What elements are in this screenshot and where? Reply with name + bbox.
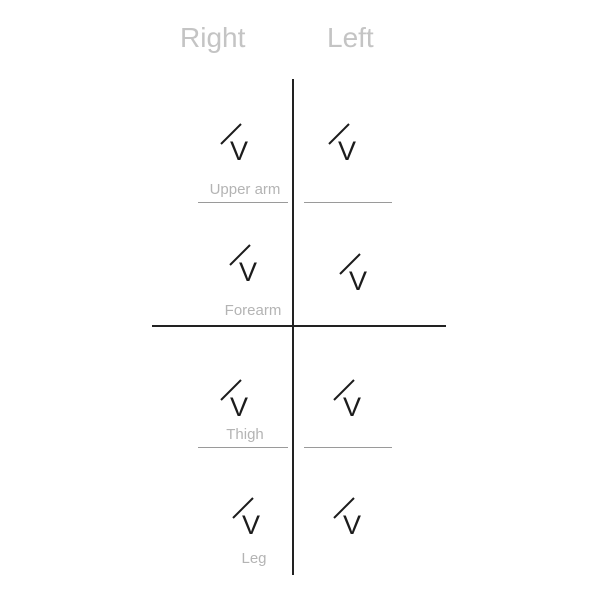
v-glyph: V (230, 392, 249, 422)
header-left: Left (327, 22, 374, 53)
check-mark-thigh-right: V (218, 378, 254, 422)
check-mark-forearm-left: V (337, 252, 373, 296)
v-glyph: V (242, 510, 261, 540)
slash-stroke-icon (328, 123, 350, 145)
check-mark-upper-arm-right: V (218, 122, 254, 166)
check-mark-thigh-left: V (331, 378, 367, 422)
label-forearm: Forearm (224, 302, 282, 319)
slash-stroke-icon (333, 379, 355, 401)
slash-stroke-icon (339, 253, 361, 275)
thigh-rule-left (304, 447, 392, 448)
label-leg: Leg (241, 550, 267, 567)
check-mark-leg-left: V (331, 496, 367, 540)
v-glyph: V (349, 266, 368, 296)
slash-stroke-icon (229, 244, 251, 266)
v-glyph: V (230, 136, 249, 166)
check-mark-leg-right: V (230, 496, 266, 540)
v-glyph: V (343, 392, 362, 422)
check-mark-forearm-right: V (227, 243, 263, 287)
slash-stroke-icon (220, 123, 242, 145)
label-upper-arm: Upper arm (209, 181, 281, 198)
label-thigh: Thigh (226, 426, 264, 443)
slash-stroke-icon (333, 497, 355, 519)
v-glyph: V (338, 136, 357, 166)
upper-arm-rule-left (304, 202, 392, 203)
vertical-divider (292, 79, 294, 575)
v-glyph: V (239, 257, 258, 287)
slash-stroke-icon (232, 497, 254, 519)
slash-stroke-icon (220, 379, 242, 401)
horizontal-divider (152, 325, 446, 327)
thigh-rule-right (198, 447, 288, 448)
v-glyph: V (343, 510, 362, 540)
header-right: Right (180, 22, 246, 53)
upper-arm-rule-right (198, 202, 288, 203)
check-mark-upper-arm-left: V (326, 122, 362, 166)
